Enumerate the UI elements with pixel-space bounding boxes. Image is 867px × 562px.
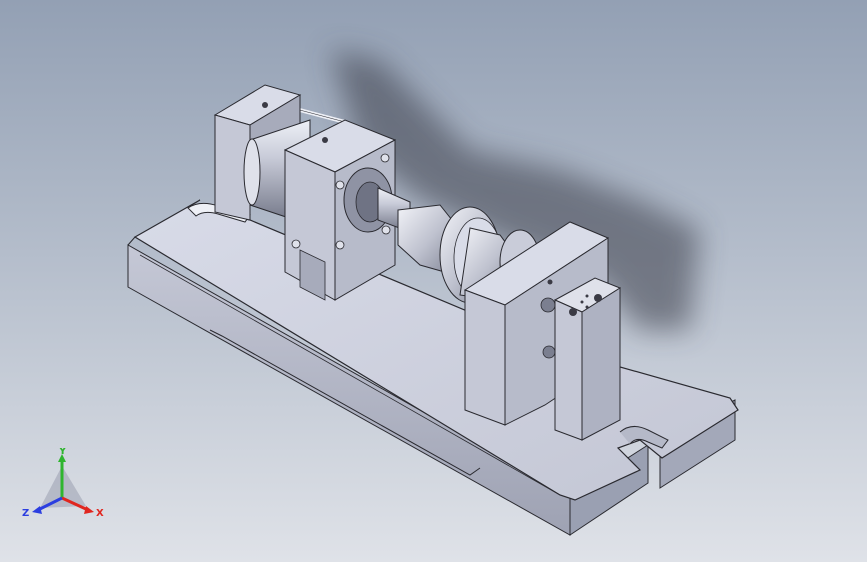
z-axis-label: Z bbox=[22, 508, 29, 519]
bearing-block[interactable] bbox=[283, 119, 397, 301]
y-axis-head bbox=[58, 454, 66, 462]
x-axis-label: X bbox=[96, 508, 104, 519]
jaw-block[interactable] bbox=[553, 277, 622, 441]
x-axis-head bbox=[84, 506, 94, 514]
y-axis-label: Y bbox=[58, 448, 67, 457]
orientation-triad[interactable]: Y X Z bbox=[20, 448, 110, 528]
z-axis-head bbox=[32, 506, 42, 514]
z-axis-arrow bbox=[37, 496, 63, 512]
x-axis-arrow bbox=[61, 496, 89, 512]
